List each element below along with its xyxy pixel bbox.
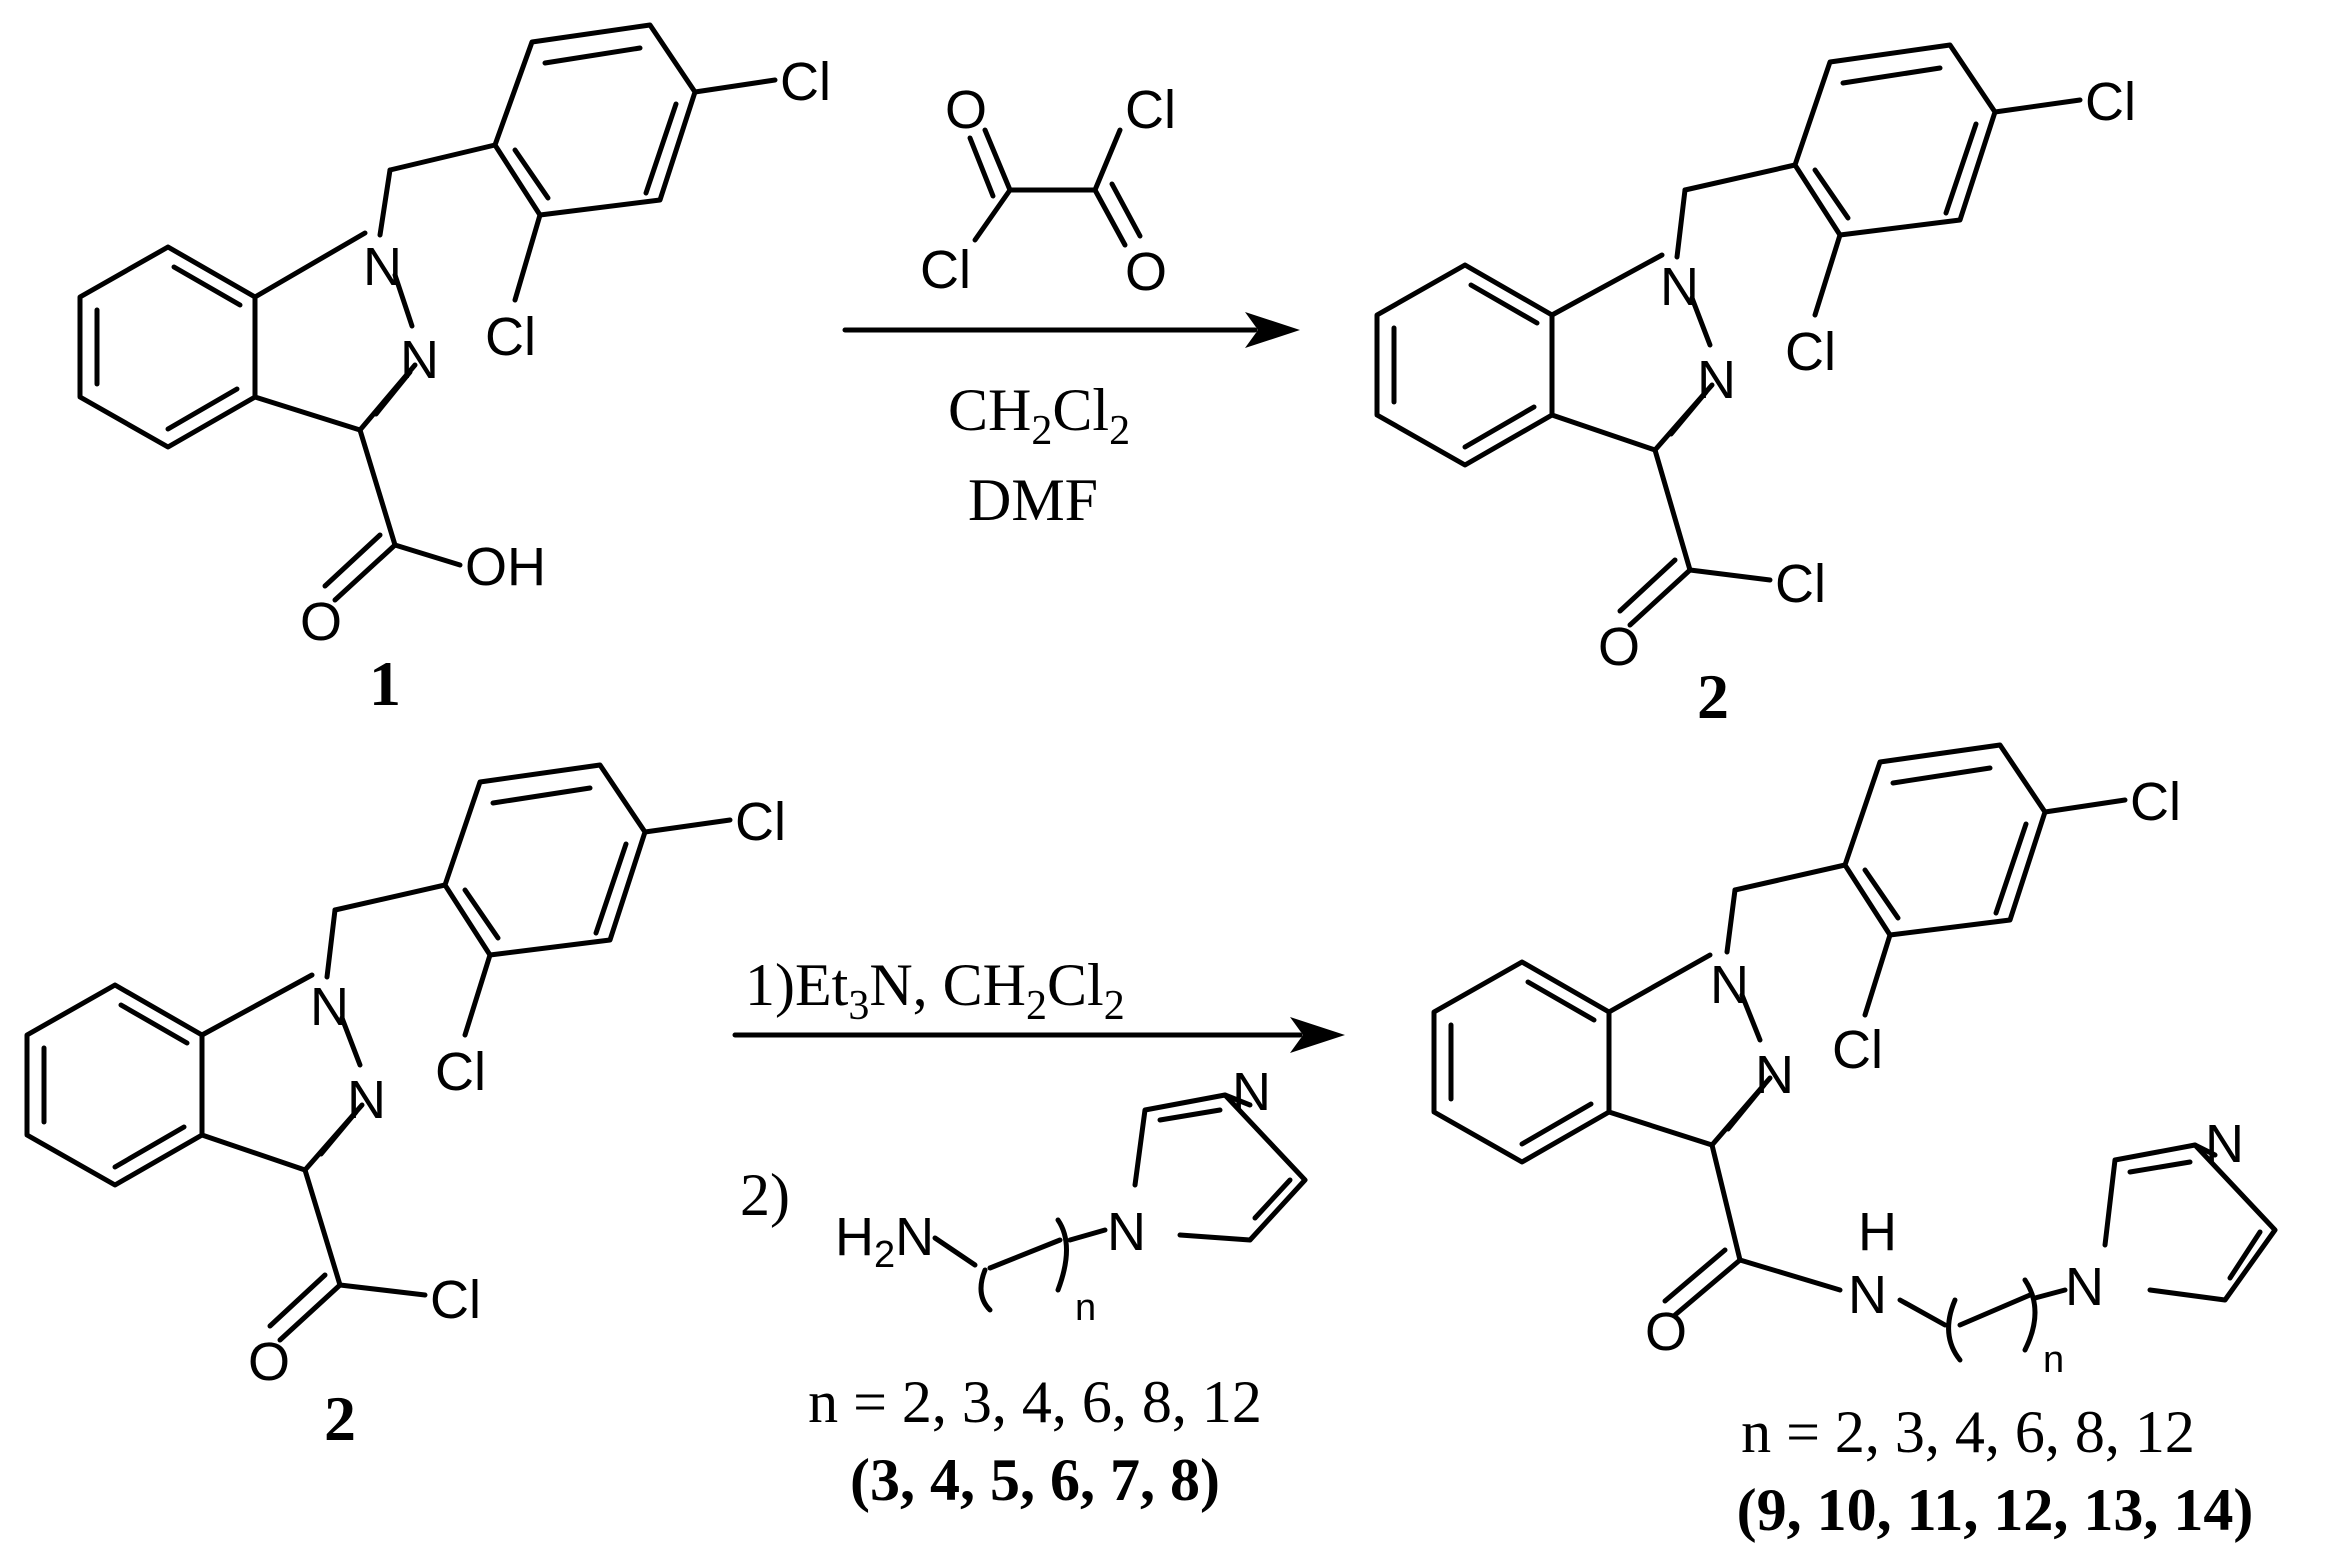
product-n-values: n = 2, 3, 4, 6, 8, 12: [1741, 1399, 2195, 1465]
compound-label-1: 1: [369, 648, 401, 719]
reagent-compound-numbers: (3, 4, 5, 6, 7, 8): [850, 1447, 1220, 1513]
atom-n2-2bot: N: [347, 1070, 386, 1130]
atom-o-carbonyl: O: [300, 592, 342, 652]
atom-n2: N: [400, 330, 439, 390]
reagent-imidazole-n3: N: [1232, 1062, 1271, 1122]
reagent-chain-n: n: [1075, 1287, 1096, 1329]
reagent-atom-o2: O: [1125, 242, 1167, 302]
oxalyl-chloride-structure: [967, 127, 1143, 248]
atom-n2-2top: N: [1697, 350, 1736, 410]
atom-o-product: O: [1645, 1302, 1687, 1362]
product-chain-n: n: [2043, 1339, 2064, 1381]
compound-label-2-top: 2: [1697, 661, 1729, 732]
product-imidazole-n3: N: [2205, 1114, 2244, 1174]
atom-cl-para-2top: Cl: [2085, 72, 2136, 132]
atom-cl-ortho: Cl: [485, 307, 536, 367]
product-structure: [1431, 742, 2278, 1363]
atom-cl-acyl-2top: Cl: [1775, 554, 1826, 614]
atom-o-2bot: O: [248, 1332, 290, 1392]
atom-cl-para-2bot: Cl: [735, 792, 786, 852]
atom-n1-2top: N: [1660, 257, 1699, 317]
reaction-arrow-2: [732, 1017, 1345, 1053]
condition-step-1: 1)Et3N, CH2Cl2: [745, 952, 1125, 1029]
compound-label-2-bottom: 2: [324, 1383, 356, 1454]
reagent-atom-cl2: Cl: [920, 240, 971, 300]
atom-cl-para: Cl: [780, 52, 831, 112]
atom-cl-para-product: Cl: [2130, 772, 2181, 832]
atom-cl-acyl-2bot: Cl: [430, 1270, 481, 1330]
reagent-imidazole-n1: N: [1107, 1202, 1146, 1262]
condition-step-2-label: 2): [740, 1162, 790, 1228]
atom-n2-product: N: [1755, 1045, 1794, 1105]
compound-1-structure: [77, 22, 778, 603]
atom-oh: OH: [465, 537, 546, 597]
atom-amide-h: H: [1858, 1202, 1897, 1262]
compound-2-bottom-structure: [24, 762, 733, 1343]
atom-cl-ortho-product: Cl: [1832, 1020, 1883, 1080]
reagent-atom-cl1: Cl: [1125, 80, 1176, 140]
atom-n1-2bot: N: [310, 977, 349, 1037]
product-imidazole-n1: N: [2065, 1257, 2104, 1317]
atom-n1-product: N: [1710, 955, 1749, 1015]
compound-2-top-structure: [1374, 42, 2083, 628]
atom-o-2top: O: [1598, 617, 1640, 677]
condition-solvent-1: CH2Cl2: [948, 377, 1130, 454]
atom-cl-ortho-2bot: Cl: [435, 1042, 486, 1102]
aminoalkyl-imidazole-structure: [932, 1092, 1308, 1313]
product-compound-numbers: (9, 10, 11, 12, 13, 14): [1737, 1477, 2254, 1543]
atom-n1: N: [363, 237, 402, 297]
reagent-n-values: n = 2, 3, 4, 6, 8, 12: [808, 1369, 1262, 1435]
atom-cl-ortho-2top: Cl: [1785, 322, 1836, 382]
atom-amide-n: N: [1848, 1265, 1887, 1325]
reaction-arrow-1: [842, 312, 1300, 348]
reagent-atom-o1: O: [945, 80, 987, 140]
reagent-amine-nh2: H2N: [835, 1207, 934, 1276]
condition-cosolvent-1: DMF: [968, 467, 1098, 533]
